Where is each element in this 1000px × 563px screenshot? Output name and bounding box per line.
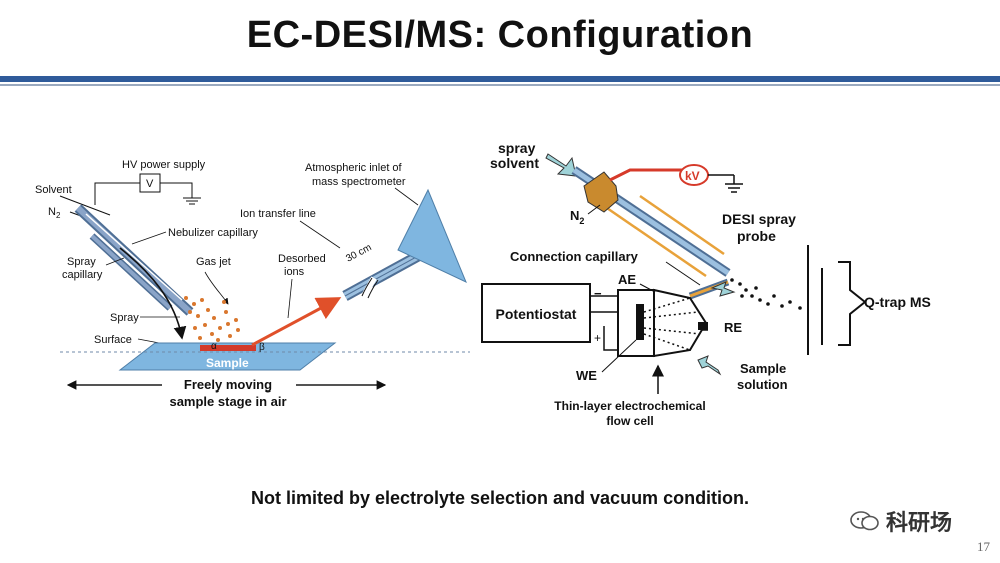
- sample-spot: [200, 345, 256, 351]
- q-trap-ms-label: Q-trap MS: [864, 294, 931, 310]
- desi-probe-label-2: probe: [737, 228, 776, 244]
- voltmeter-label: V: [146, 178, 154, 190]
- potentiostat-box: [481, 283, 591, 343]
- ms-inlet-cone: [397, 188, 467, 284]
- thin-layer-flow-cell: [617, 288, 708, 358]
- slide-caption: Not limited by electrolyte selection and…: [250, 488, 750, 508]
- desorbed-ion-arrow: [251, 297, 342, 347]
- spray-solvent-label-2: solvent: [490, 155, 539, 171]
- n2-label: N2: [48, 206, 61, 220]
- spray-capillary-label-1: Spray: [67, 256, 96, 268]
- flow-cell-label-1: Thin-layer electrochemical: [554, 399, 705, 413]
- title-rule: [0, 76, 1000, 82]
- desi-setup-diagram: HV power supply V Solvent N2 Nebulizer c…: [35, 159, 470, 409]
- spray-label: Spray: [110, 312, 139, 324]
- title-rule-thin: [0, 84, 1000, 86]
- desi-probe-label-1: DESI spray: [722, 211, 796, 227]
- hv-power-supply-label: HV power supply: [122, 159, 206, 171]
- solvent-inlet-arrow: [545, 153, 577, 177]
- we-label: WE: [576, 368, 597, 383]
- ae-label: AE: [618, 272, 636, 287]
- plus-terminal-label: +: [594, 331, 601, 345]
- spray-solvent-label-1: spray: [498, 140, 536, 156]
- re-label: RE: [724, 320, 742, 335]
- stage-label-2: sample stage in air: [169, 394, 286, 409]
- sample-inlet-arrow: [697, 355, 722, 376]
- ms-inlet-label-1: Atmospheric inlet of: [305, 162, 403, 174]
- q-trap-inlet: [838, 261, 867, 346]
- spray-direction-arrow: [710, 281, 736, 297]
- watermark: 科研场: [850, 505, 952, 537]
- probe-tee-fitting: [583, 171, 619, 213]
- ec-desi-setup-diagram: spray solvent kV N2 DESI spray probe Con…: [481, 140, 931, 428]
- sample-label: Sample: [206, 356, 249, 370]
- kv-label: kV: [685, 169, 700, 183]
- flow-cell-label-2: flow cell: [606, 414, 653, 428]
- spray-plume: [184, 296, 240, 347]
- ion-transfer-line-label: Ion transfer line: [240, 208, 316, 220]
- solvent-label: Solvent: [35, 184, 72, 196]
- distance-label: 30 cm: [344, 242, 373, 264]
- ground-icon: [183, 197, 201, 205]
- chat-bubbles-icon: [850, 511, 879, 531]
- watermark-text: 科研场: [886, 510, 953, 535]
- sample-solution-label-2: solution: [737, 377, 788, 392]
- desorbed-ions-label-2: ions: [284, 266, 305, 278]
- desorbed-ions-label-1: Desorbed: [278, 253, 326, 265]
- svg-text:Freely moving: Freely moving: [184, 377, 272, 392]
- n2-label: N2: [570, 208, 584, 226]
- page-number: 17: [977, 539, 990, 554]
- ground-icon: [725, 175, 743, 193]
- minus-terminal-label: −: [594, 286, 602, 301]
- surface-label: Surface: [94, 334, 132, 346]
- spray-capillary-label-2: capillary: [62, 269, 103, 281]
- spray-path-arrow: [119, 247, 187, 340]
- alpha-label: α: [211, 341, 217, 352]
- connection-capillary-label: Connection capillary: [510, 249, 639, 264]
- surface-plane: [118, 342, 337, 371]
- sample-solution-label-1: Sample: [740, 361, 786, 376]
- ec-spray-plume: [730, 278, 802, 310]
- potentiostat-label: Potentiostat: [496, 306, 577, 322]
- gas-jet-label: Gas jet: [196, 256, 231, 268]
- slide-title: EC-DESI/MS: Configuration: [246, 14, 754, 56]
- nebulizer-capillary-label: Nebulizer capillary: [168, 227, 258, 239]
- ms-inlet-label-2: mass spectrometer: [312, 176, 406, 188]
- beta-label: β: [259, 342, 265, 353]
